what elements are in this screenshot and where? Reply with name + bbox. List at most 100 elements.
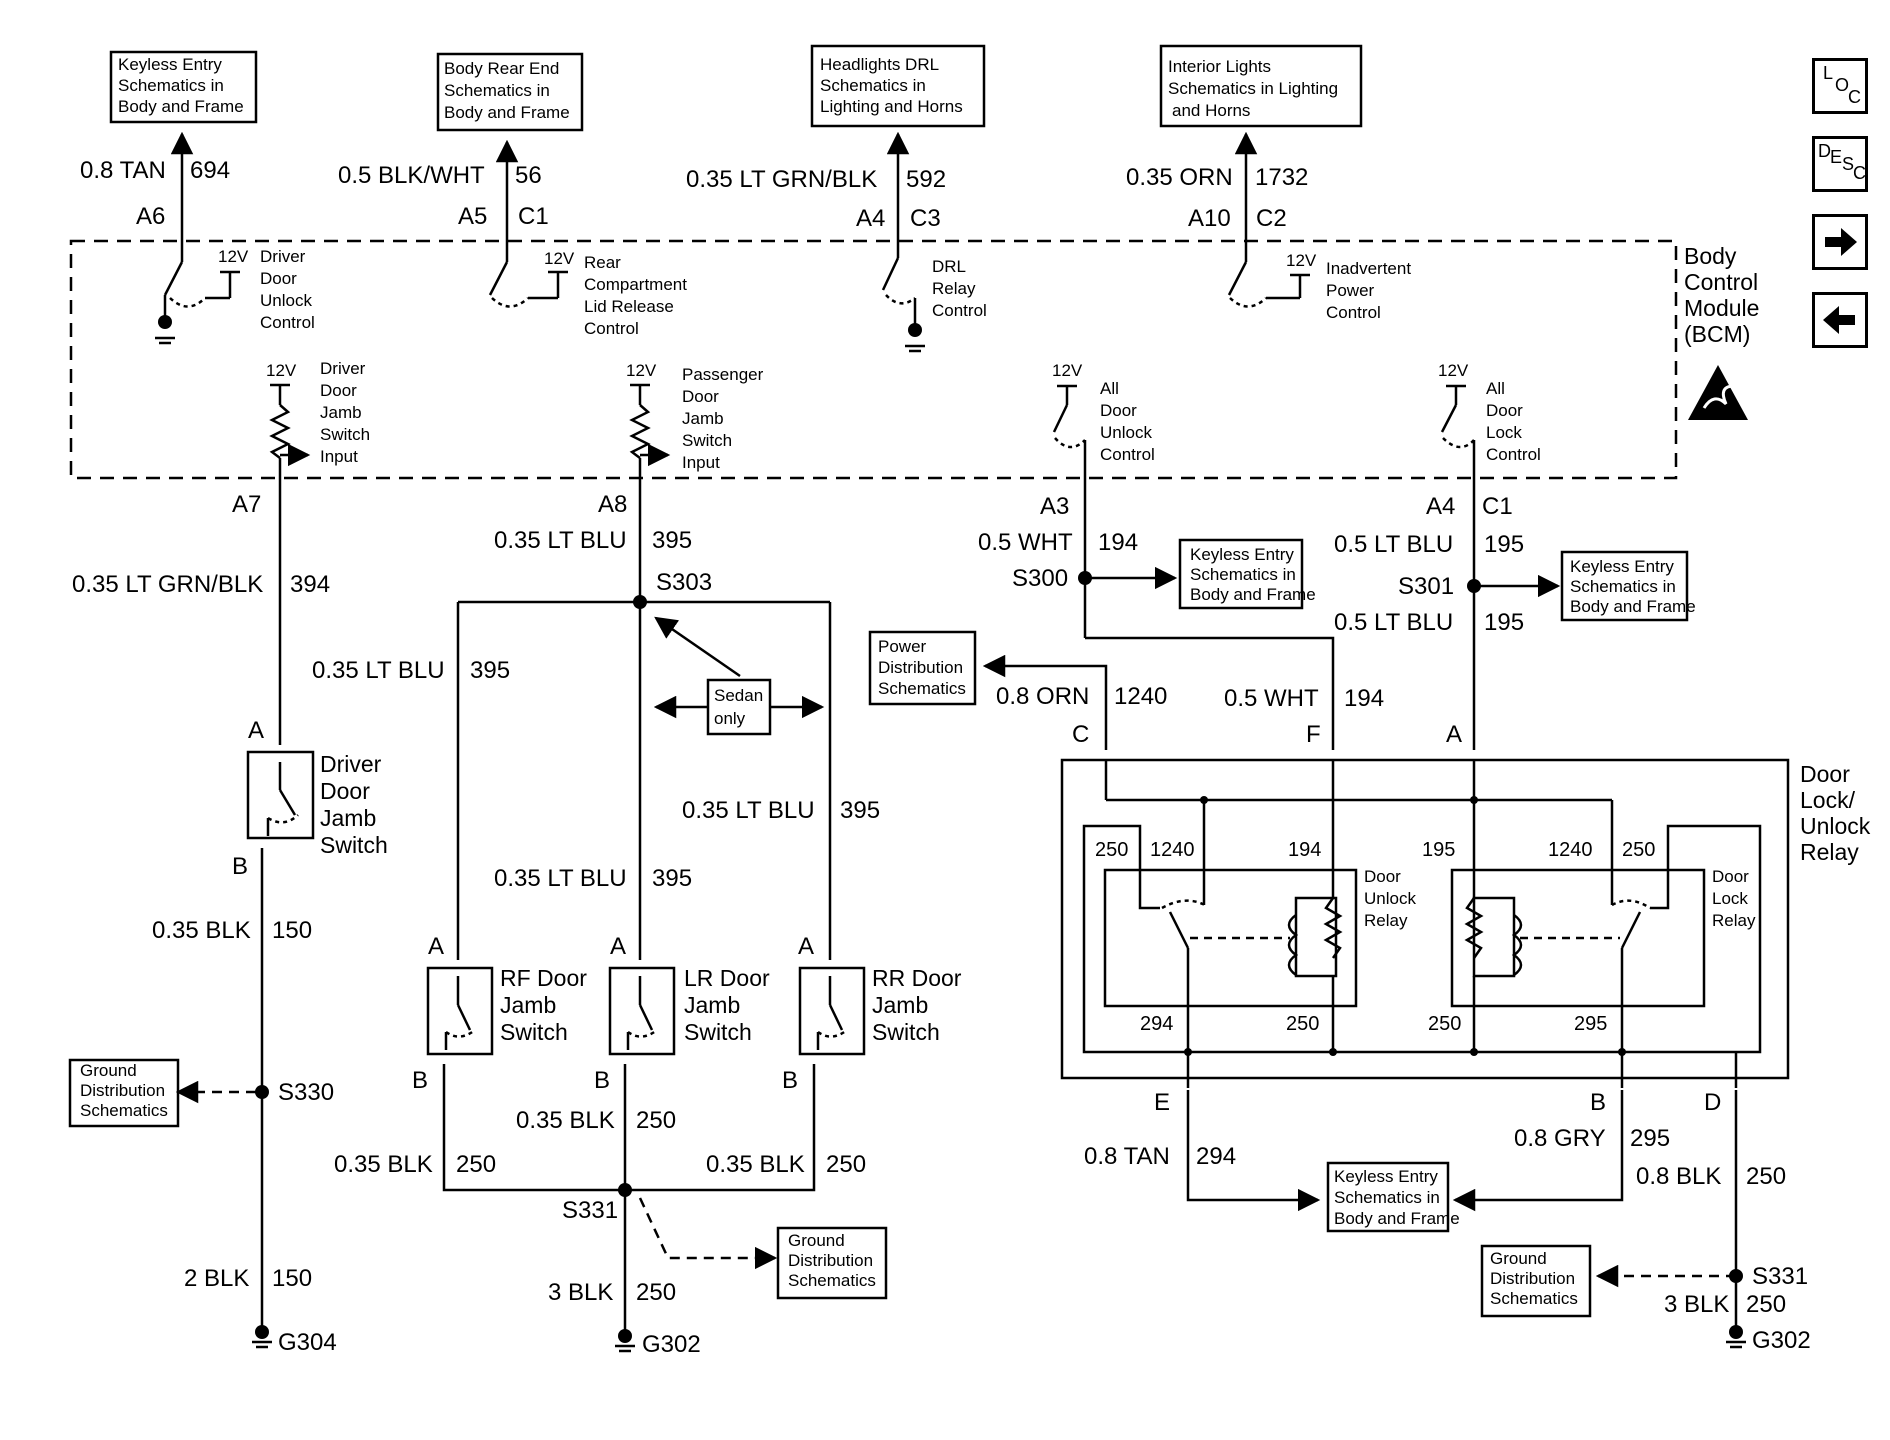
previous-page-button[interactable]: [1812, 292, 1868, 348]
rr-switch-label-line1: RR Door: [872, 965, 962, 991]
body-rear-ref-line2: Schematics in: [444, 81, 550, 100]
splice-s331-right-label: S331: [1752, 1263, 1808, 1290]
relay-node-195: 195: [1422, 839, 1455, 861]
ground-mid-line2: Distribution: [788, 1251, 873, 1270]
door-lock-relay: [1450, 868, 1706, 1008]
wire-694-circuit: 694: [190, 157, 230, 184]
body-control-module-boundary: [69, 239, 1678, 480]
all-unlock-line1: All: [1100, 379, 1119, 398]
relay-node-1240b: 1240: [1548, 839, 1593, 861]
wire-395c-circuit: 395: [840, 797, 880, 824]
desc-letter-e: E: [1830, 147, 1843, 167]
pin-a10: A10: [1188, 205, 1231, 232]
wire-150-circuit: 150: [272, 917, 312, 944]
rr-door-jamb-switch: [798, 966, 866, 1056]
wire-395b-circuit: 395: [470, 657, 510, 684]
wire-1240: [982, 654, 1108, 750]
rr-switch-label-line3: Switch: [872, 1019, 940, 1045]
arrow-right-icon: [1825, 228, 1857, 256]
driver-jamb-line2: Door: [320, 381, 357, 400]
interior-ref-line2: Schematics in Lighting: [1168, 79, 1338, 98]
ground-icon-g304: [255, 1325, 269, 1339]
splice-s300: [1078, 571, 1092, 585]
headlights-drl-ref: [810, 44, 986, 128]
ground-g304-label: G304: [278, 1329, 337, 1356]
driver-switch-label-line1: Driver: [320, 751, 382, 777]
wire-194-relay: [1085, 636, 1335, 750]
wire-250c-circuit: 250: [826, 1151, 866, 1178]
rf-switch-pin-b: B: [412, 1067, 428, 1094]
lr-door-jamb-switch: [608, 966, 676, 1056]
v12-rear-release: 12V: [544, 249, 575, 268]
all-unlock-line2: Door: [1100, 401, 1137, 420]
wire-150b-circuit: 150: [272, 1265, 312, 1292]
interior-lights-ref: [1159, 44, 1363, 128]
location-button[interactable]: L O C: [1812, 58, 1868, 114]
wire-394-color: 0.35 LT GRN/BLK: [72, 571, 263, 598]
v12-inadvertent: 12V: [1286, 251, 1317, 270]
relay-title-line4: Relay: [1800, 839, 1859, 865]
rr-switch-pin-b: B: [782, 1067, 798, 1094]
wire-395c-color: 0.35 LT BLU: [682, 797, 815, 824]
driver-switch-pin-b: B: [232, 853, 248, 880]
keyless-s301-line2: Schematics in: [1570, 577, 1676, 596]
all-unlock-line4: Control: [1100, 445, 1155, 464]
sedan-note-line1: Sedan: [714, 686, 763, 705]
lock-relay-line3: Relay: [1712, 911, 1756, 930]
bcm-title-line1: Body: [1684, 243, 1737, 269]
wire-694-color: 0.8 TAN: [80, 157, 166, 184]
description-button[interactable]: D E S C: [1812, 136, 1868, 192]
unlock-relay-line3: Relay: [1364, 911, 1408, 930]
v12-all-lock: 12V: [1438, 361, 1469, 380]
pass-jamb-line3: Jamb: [682, 409, 724, 428]
wire-194a-circuit: 194: [1098, 529, 1138, 556]
keyless-entry-ref-top-line3: Body and Frame: [118, 97, 244, 116]
body-rear-end-ref: [436, 52, 584, 132]
relay-node-294: 294: [1140, 1013, 1173, 1035]
pin-a5: A5: [458, 203, 487, 230]
inadvertent-line3: Control: [1326, 303, 1381, 322]
relay-node-250c: 250: [1286, 1013, 1319, 1035]
all-lock-line1: All: [1486, 379, 1505, 398]
ground-right-line1: Ground: [1490, 1249, 1547, 1268]
wire-195b-circuit: 195: [1484, 609, 1524, 636]
rr-switch-pin-a: A: [798, 933, 814, 960]
body-rear-ref-line3: Body and Frame: [444, 103, 570, 122]
wire-294-circuit: 294: [1196, 1143, 1236, 1170]
lr-switch-label-line1: LR Door: [684, 965, 770, 991]
driver-switch-label-line3: Jamb: [320, 805, 376, 831]
wire-395d-color: 0.35 LT BLU: [494, 865, 627, 892]
driver-jamb-input-resistor: [269, 383, 311, 500]
pin-c1: C1: [518, 203, 549, 230]
next-page-button[interactable]: [1812, 214, 1868, 270]
interior-ref-line3: and Horns: [1172, 101, 1250, 120]
keyless-entry-ref-top: [109, 50, 258, 124]
bcm-title-line2: Control: [1684, 269, 1758, 295]
keyless-bottom-line2: Schematics in: [1334, 1188, 1440, 1207]
wire-250b-circuit: 250: [636, 1107, 676, 1134]
loc-letter-c: C: [1848, 87, 1861, 107]
v12-all-unlock: 12V: [1052, 361, 1083, 380]
wire-250e-circuit: 250: [1746, 1163, 1786, 1190]
desc-letter-c: C: [1853, 163, 1866, 183]
pin-a3: A3: [1040, 493, 1069, 520]
keyless-s300-line1: Keyless Entry: [1190, 545, 1294, 564]
power-dist-line3: Schematics: [878, 679, 966, 698]
unlock-relay-line1: Door: [1364, 867, 1401, 886]
power-dist-line2: Distribution: [878, 658, 963, 677]
wire-195a-color: 0.5 LT BLU: [1334, 531, 1453, 558]
splice-s330: [255, 1085, 269, 1099]
rear-release-line3: Lid Release: [584, 297, 674, 316]
lock-relay-line1: Door: [1712, 867, 1749, 886]
wire-195b-color: 0.5 LT BLU: [1334, 609, 1453, 636]
wire-194b-color: 0.5 WHT: [1224, 685, 1319, 712]
door-unlock-relay: [1103, 868, 1358, 1008]
unlock-relay-line2: Unlock: [1364, 889, 1416, 908]
pin-a4-lower: A4: [1426, 493, 1455, 520]
wire-250c-color: 0.35 BLK: [706, 1151, 805, 1178]
driver-jamb-line3: Jamb: [320, 403, 362, 422]
wire-294-color: 0.8 TAN: [1084, 1143, 1170, 1170]
rear-release-line1: Rear: [584, 253, 621, 272]
rf-door-jamb-switch: [426, 966, 494, 1056]
